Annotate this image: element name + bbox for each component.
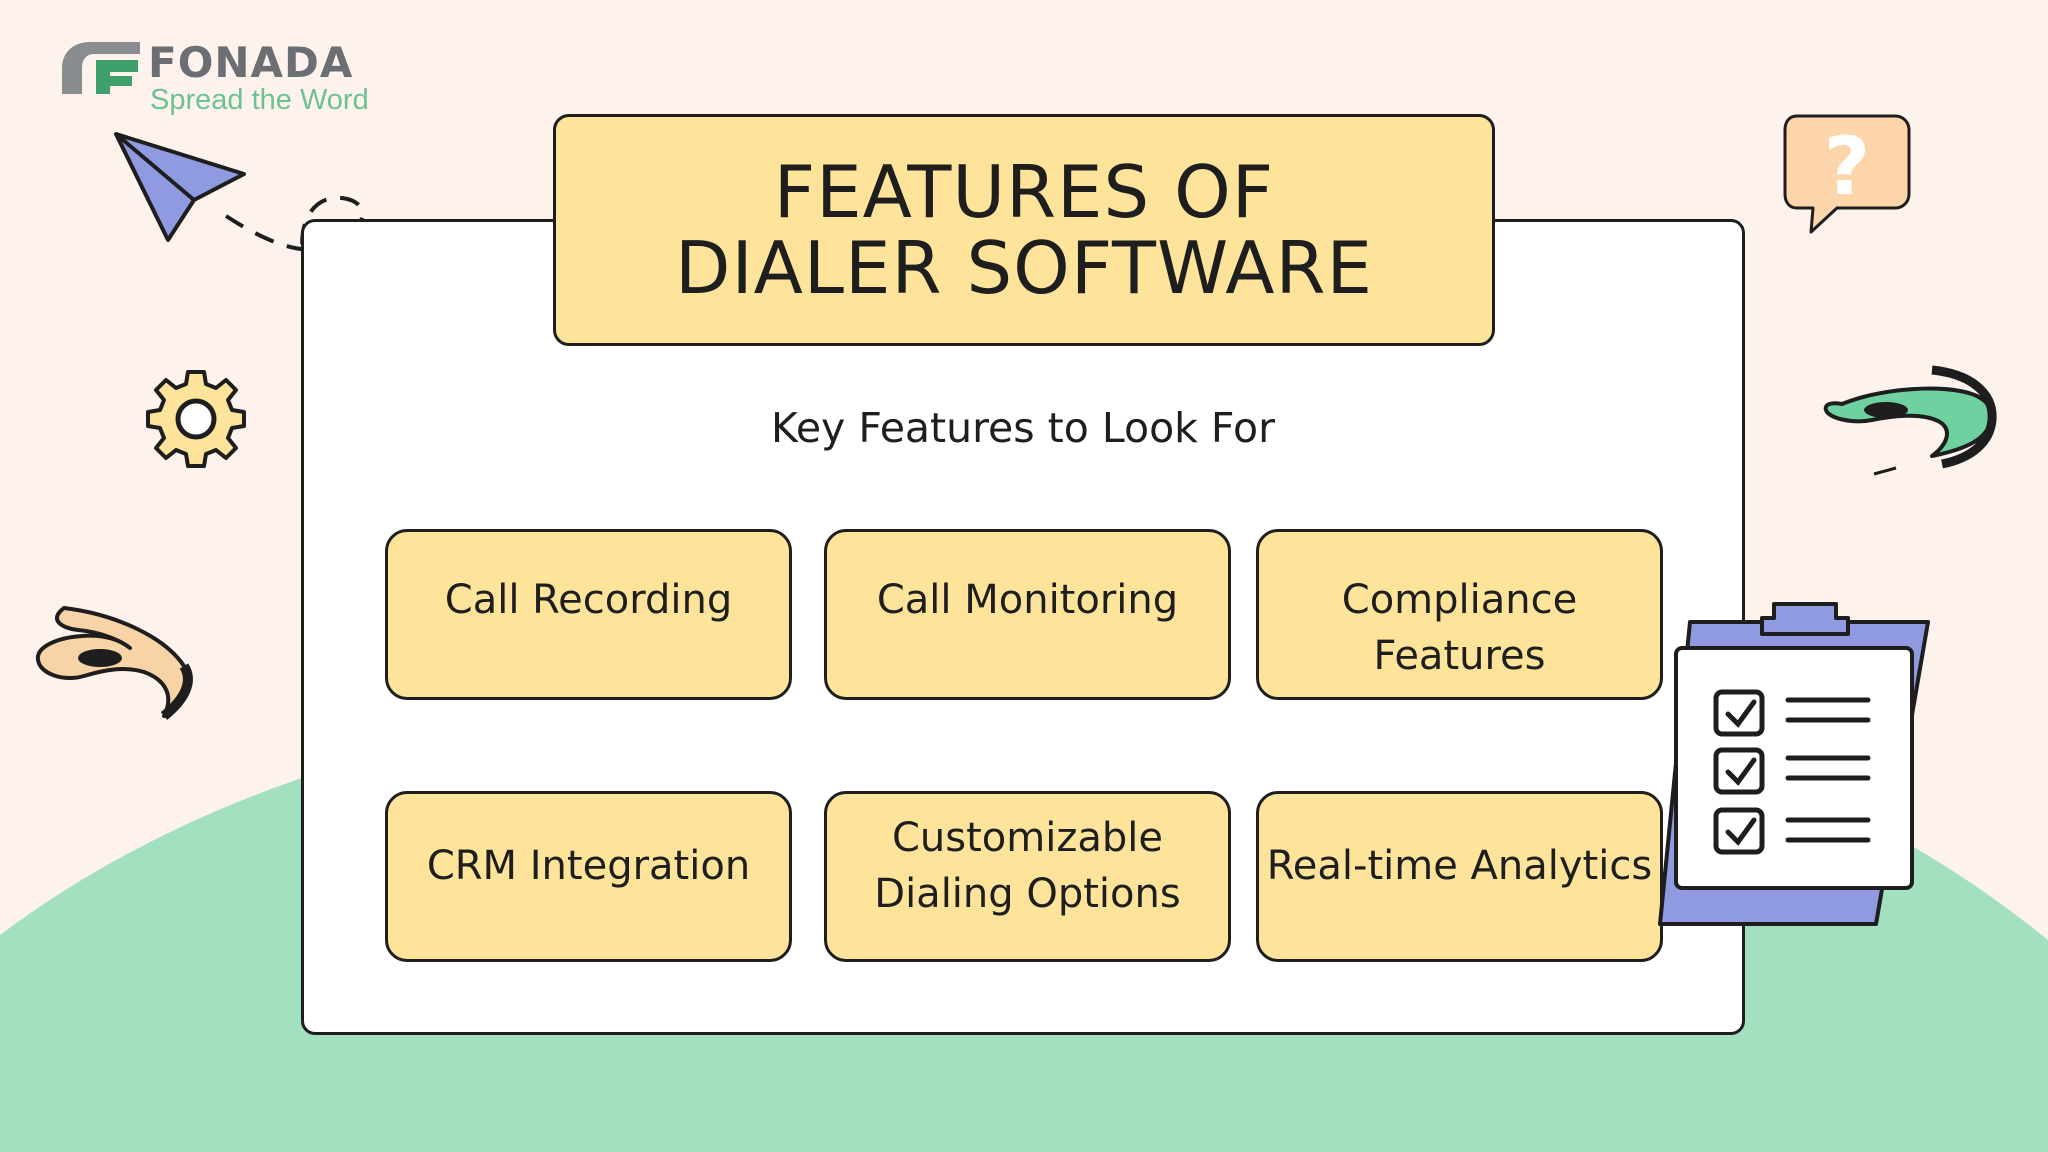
page-title-line-1: FEATURES OF xyxy=(773,150,1275,234)
logo-tagline: Spread the Word xyxy=(150,84,369,116)
feature-label: Call Monitoring xyxy=(876,577,1179,623)
feature-label: Real-time Analytics xyxy=(1266,842,1653,889)
feature-label: Compliance Features xyxy=(1341,577,1578,679)
feature-realtime-analytics: Real-time Analytics xyxy=(1256,791,1663,962)
feature-customizable-dialing: Customizable Dialing Options xyxy=(824,791,1231,962)
clipboard-checklist-icon xyxy=(1658,602,1930,926)
logo-name: FONADA xyxy=(148,38,354,87)
title-box: FEATURES OF DIALER SOFTWARE xyxy=(553,114,1495,346)
feature-label: Customizable Dialing Options xyxy=(874,814,1181,917)
feature-crm-integration: CRM Integration xyxy=(385,791,792,962)
swirl-decoration-left xyxy=(35,606,193,720)
feature-label: CRM Integration xyxy=(426,842,751,889)
feature-label: Call Recording xyxy=(444,577,733,623)
section-subtitle: Key Features to Look For xyxy=(770,404,1275,452)
gear-icon xyxy=(146,370,246,468)
brand-logo: FONADA Spread the Word xyxy=(60,36,420,116)
question-bubble-icon: ? xyxy=(1783,114,1911,234)
swirl-decoration-right xyxy=(1823,365,1997,476)
page-title-line-2: DIALER SOFTWARE xyxy=(675,226,1373,310)
feature-compliance: Compliance Features xyxy=(1256,529,1663,700)
feature-call-recording: Call Recording xyxy=(385,529,792,700)
feature-call-monitoring: Call Monitoring xyxy=(824,529,1231,700)
question-mark: ? xyxy=(1824,120,1870,213)
fonada-logo-icon xyxy=(62,42,140,94)
